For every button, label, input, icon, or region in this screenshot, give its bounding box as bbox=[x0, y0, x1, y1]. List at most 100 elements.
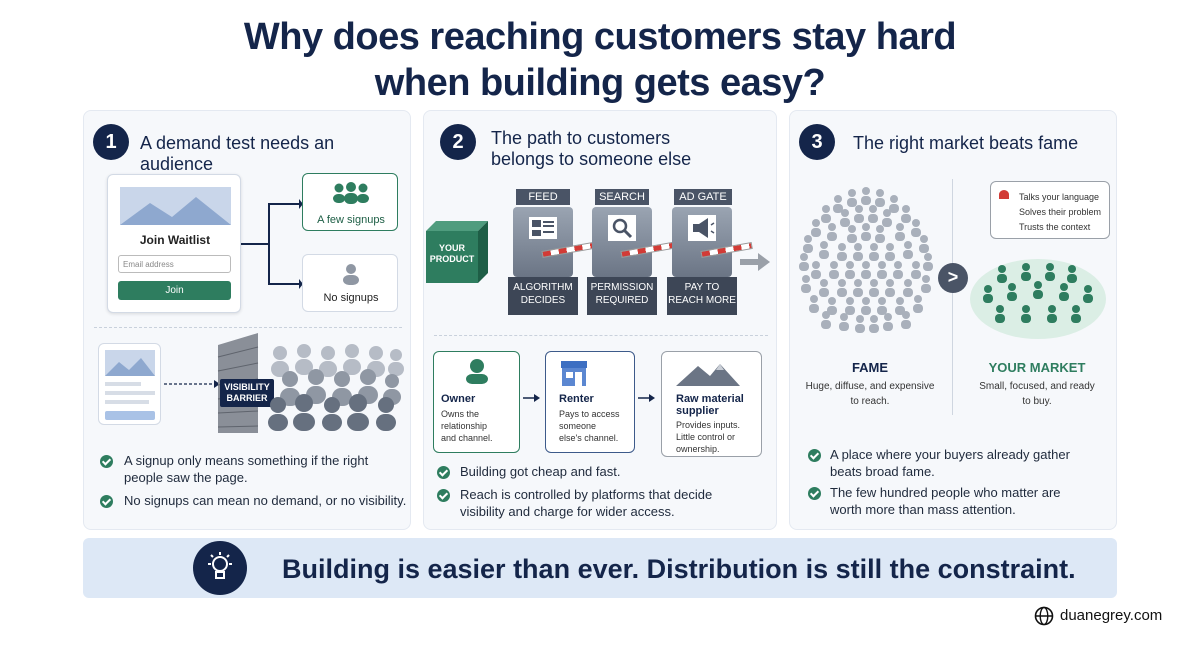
desc-line: else's channel. bbox=[559, 433, 619, 443]
few-signups-label: A few signups bbox=[317, 214, 385, 226]
bullet-text: A place where your buyers already gather… bbox=[830, 446, 1070, 480]
owner-description: Owns the relationship and channel. bbox=[441, 408, 493, 444]
check-icon bbox=[437, 489, 450, 502]
gate-feed-label: FEED bbox=[516, 189, 570, 205]
owner-title: Owner bbox=[441, 393, 476, 405]
arrow-right-icon bbox=[740, 253, 770, 271]
bullet-line: visibility and charge for wider access. bbox=[460, 504, 675, 519]
page-title: Why does reaching customers stay hard wh… bbox=[0, 14, 1200, 106]
divider bbox=[434, 335, 768, 336]
image-placeholder-icon bbox=[105, 350, 155, 376]
chevron-right-icon: > bbox=[938, 263, 968, 293]
market-group-icon bbox=[970, 259, 1106, 339]
fame-description: Huge, diffuse, and expensive to reach. bbox=[790, 379, 950, 409]
caption-line: REQUIRED bbox=[595, 295, 649, 306]
owner-box: Owner Owns the relationship and channel. bbox=[433, 351, 520, 453]
renter-title: Renter bbox=[559, 393, 594, 405]
bullet-text: Reach is controlled by platforms that de… bbox=[460, 486, 712, 520]
footer-site-link[interactable]: duanegrey.com bbox=[1060, 607, 1163, 624]
gate-search-label: SEARCH bbox=[595, 189, 649, 205]
bullet-text: No signups can mean no demand, or no vis… bbox=[124, 493, 407, 508]
product-cube-icon bbox=[426, 221, 488, 283]
owner-person-icon bbox=[466, 359, 488, 384]
gate-feed bbox=[513, 207, 573, 277]
person-icon bbox=[343, 264, 359, 285]
market-line: to buy. bbox=[1022, 396, 1052, 407]
gate-ad-label: AD GATE bbox=[674, 189, 732, 205]
supplier-box: Raw material supplier Provides inputs. L… bbox=[661, 351, 762, 457]
mountain-icon bbox=[676, 364, 740, 386]
no-signups-label: No signups bbox=[323, 292, 379, 304]
bottom-banner bbox=[83, 538, 1117, 598]
desc-line: Little control or bbox=[676, 432, 736, 442]
people-group-icon bbox=[333, 182, 369, 204]
supplier-description: Provides inputs. Little control or owner… bbox=[676, 419, 740, 455]
desc-line: Owns the bbox=[441, 409, 480, 419]
desc-line: Provides inputs. bbox=[676, 420, 741, 430]
bubble-line: Talks your language bbox=[1019, 192, 1100, 202]
bullet-line: The few hundred people who matter are bbox=[830, 485, 1061, 500]
title-line-2: when building gets easy? bbox=[374, 62, 826, 104]
dashed-arrow bbox=[164, 380, 220, 388]
check-icon bbox=[437, 466, 450, 479]
caption-line: DECIDES bbox=[520, 295, 566, 306]
panel-demand-test: 1 A demand test needs an audience Join W… bbox=[83, 110, 411, 530]
bullet-text: The few hundred people who matter are wo… bbox=[830, 484, 1061, 518]
market-description: Small, focused, and ready to buy. bbox=[956, 379, 1118, 409]
bubble-line: Solves their problem bbox=[1019, 207, 1102, 217]
bullet-line: Reach is controlled by platforms that de… bbox=[460, 487, 713, 502]
email-field[interactable]: Email address bbox=[118, 255, 231, 273]
globe-icon bbox=[1034, 606, 1054, 626]
panel-number: 3 bbox=[799, 124, 835, 160]
panel-number: 2 bbox=[440, 124, 476, 160]
gate-ad bbox=[672, 207, 732, 277]
caption-line: ALGORITHM bbox=[513, 282, 573, 293]
waitlist-title: Join Waitlist bbox=[139, 233, 211, 247]
join-button[interactable]: Join bbox=[118, 281, 231, 300]
panel-title: A demand test needs an audience bbox=[140, 133, 335, 174]
bullet-text: A signup only means something if the rig… bbox=[124, 452, 368, 486]
search-icon bbox=[608, 215, 636, 241]
fame-crowd-icon bbox=[799, 187, 933, 333]
desc-line: ownership. bbox=[676, 444, 720, 454]
divider bbox=[94, 327, 402, 328]
lightbulb-icon bbox=[193, 541, 247, 595]
caption-line: PAY TO bbox=[684, 282, 720, 293]
bullet-line: beats broad fame. bbox=[830, 464, 935, 479]
barrier-line-2: BARRIER bbox=[226, 393, 268, 403]
vertical-divider bbox=[952, 179, 953, 415]
check-icon bbox=[100, 455, 113, 468]
panel-right-market: 3 The right market beats fame bbox=[789, 110, 1117, 530]
gate-search-caption: PERMISSION REQUIRED bbox=[587, 277, 657, 315]
check-icon bbox=[100, 495, 113, 508]
desc-line: relationship bbox=[441, 421, 488, 431]
fame-title: FAME bbox=[851, 360, 889, 375]
conclusion-text: Building is easier than ever. Distributi… bbox=[282, 554, 1076, 584]
speech-bubble: Talks your language Solves their problem… bbox=[990, 181, 1110, 239]
bullet-line: A place where your buyers already gather bbox=[830, 447, 1070, 462]
no-signups-box: No signups bbox=[302, 254, 398, 312]
product-line-1: YOUR bbox=[438, 243, 465, 253]
desc-line: Pays to access bbox=[559, 409, 620, 419]
renter-box: Renter Pays to access someone else's cha… bbox=[545, 351, 635, 453]
supplier-title-line: Raw material bbox=[676, 393, 744, 405]
storefront-icon bbox=[561, 361, 587, 386]
heart-icon bbox=[999, 190, 1009, 199]
panel-title-line: belongs to someone else bbox=[491, 149, 692, 169]
panel-title: The right market beats fame bbox=[853, 133, 1079, 153]
arrow-right-icon bbox=[638, 394, 655, 402]
supplier-title: Raw material supplier bbox=[676, 393, 744, 417]
caption-line: PERMISSION bbox=[590, 282, 654, 293]
title-line-1: Why does reaching customers stay hard bbox=[243, 16, 957, 58]
product-label: YOUR PRODUCT bbox=[426, 243, 478, 265]
visibility-barrier-label: VISIBILITY BARRIER bbox=[220, 379, 274, 407]
check-icon bbox=[808, 449, 821, 462]
bubble-line: Trusts the context bbox=[1019, 222, 1091, 232]
panel-number: 1 bbox=[93, 124, 129, 160]
renter-description: Pays to access someone else's channel. bbox=[559, 408, 620, 444]
desc-line: and channel. bbox=[441, 433, 493, 443]
check-icon bbox=[808, 487, 821, 500]
gate-feed-caption: ALGORITHM DECIDES bbox=[508, 277, 578, 315]
bullet-line: worth more than mass attention. bbox=[830, 502, 1016, 517]
